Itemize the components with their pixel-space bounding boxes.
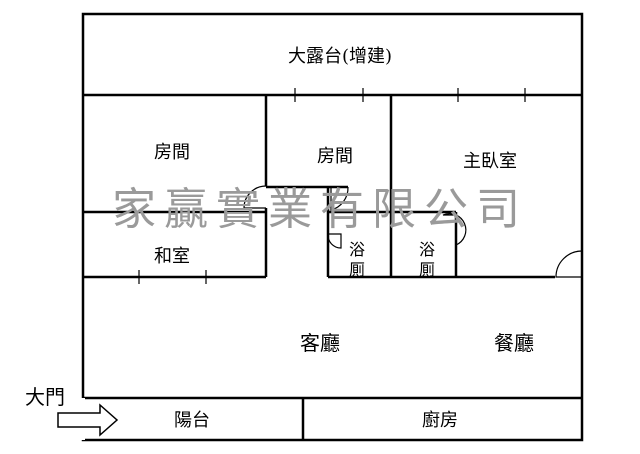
window-marks [138,88,526,284]
balcony-label: 陽台 [174,410,210,431]
bath1-label-2: 厠 [349,260,365,279]
master-bedroom-label: 主臥室 [463,151,517,172]
kitchen-label: 廚房 [422,409,458,431]
door-swings [243,185,583,278]
room-terrace-label: 大露台(增建) [288,46,392,67]
bath1-label-1: 浴 [349,240,365,259]
living-room-label: 客廳 [300,331,340,355]
bath2-label-1: 浴 [419,240,435,259]
japanese-room-label: 和室 [154,246,190,267]
dining-room-label: 餐廳 [494,331,534,355]
room-left-label: 房間 [154,142,190,163]
entrance-label: 大門 [25,385,65,409]
room-middle-label: 房間 [317,146,353,167]
bath2-label-2: 厠 [419,260,435,279]
watermark: 家贏實業有限公司 [112,184,528,235]
walls [81,12,584,442]
entrance-arrow-icon [57,403,119,437]
